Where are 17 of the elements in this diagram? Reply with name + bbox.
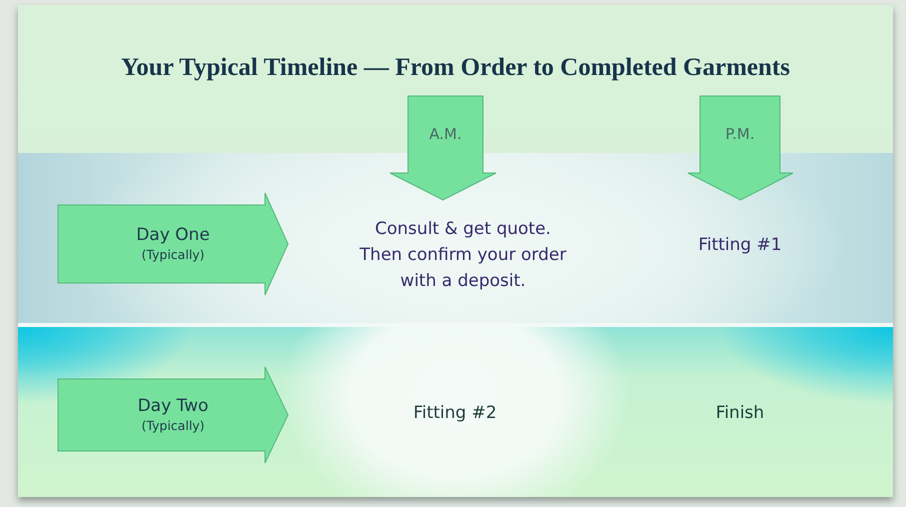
step-text: Finish bbox=[714, 402, 766, 425]
day-label: Day One bbox=[136, 225, 210, 246]
block-arrow bbox=[390, 96, 496, 200]
note-text: (Typically) bbox=[141, 246, 205, 263]
block-arrow bbox=[58, 193, 288, 295]
timeline-band bbox=[18, 323, 893, 497]
timeline-band bbox=[18, 153, 893, 323]
step-text: Fitting #2 bbox=[412, 402, 498, 425]
diagram-title: Your Typical Timeline — From Order to Completed Garments bbox=[120, 53, 791, 83]
note-text: (Typically) bbox=[141, 418, 205, 434]
block-arrow bbox=[58, 367, 288, 463]
time-label: A.M. bbox=[429, 125, 462, 144]
step-text: Consult & get quote. Then confirm your order with a deposit. bbox=[358, 218, 568, 293]
step-text: Fitting #1 bbox=[697, 234, 783, 257]
time-label: P.M. bbox=[725, 125, 755, 144]
day-label: Day Two bbox=[138, 396, 208, 418]
block-arrow bbox=[688, 96, 793, 200]
